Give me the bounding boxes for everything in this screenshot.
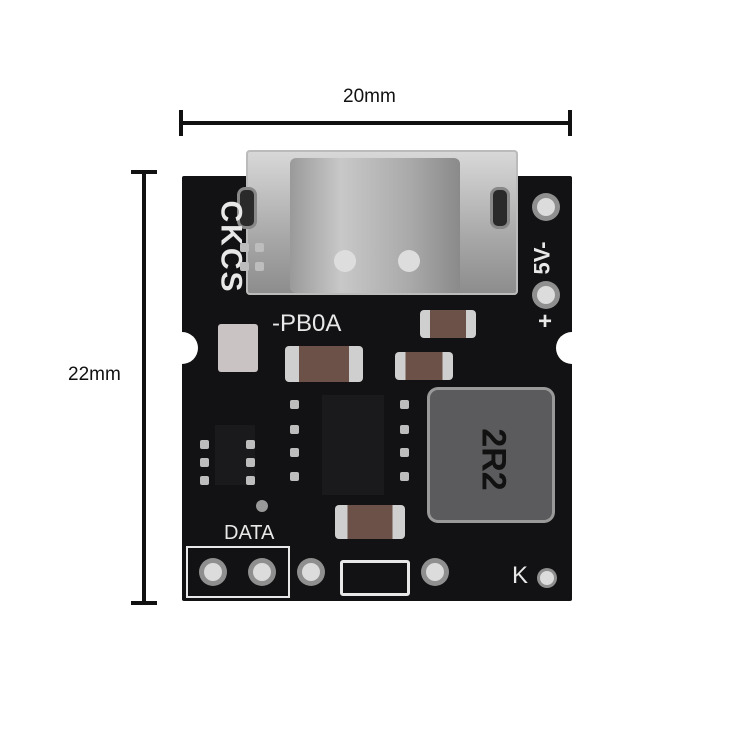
height-dimension-label: 22mm (68, 364, 121, 385)
via (256, 500, 268, 512)
usb-c-tab-right (398, 250, 420, 272)
mounting-notch-right (556, 332, 588, 364)
data-pad-1 (204, 563, 222, 581)
capacitor (285, 346, 363, 382)
ic-pad (290, 425, 299, 434)
height-dimension-cap-bottom (131, 601, 157, 605)
width-dimension-cap-right (568, 110, 572, 136)
battery-pad-negative (302, 563, 320, 581)
height-dimension-cap-top (131, 170, 157, 174)
output-pad-negative (537, 198, 555, 216)
mounting-slot-left (237, 187, 257, 229)
mounting-notch-left (166, 332, 198, 364)
inductor-marking: 2R2 (474, 428, 513, 491)
height-dimension-line (142, 172, 146, 604)
power-inductor (430, 390, 552, 520)
rgb-led (218, 324, 258, 372)
battery-pad-positive (426, 563, 444, 581)
ic-chip-small (215, 425, 255, 485)
ic-pad (246, 458, 255, 467)
ic-pad (200, 440, 209, 449)
battery-symbol (340, 560, 410, 596)
ic-pad (200, 458, 209, 467)
plus-label: + (538, 308, 553, 335)
mounting-slot-right (490, 187, 510, 229)
ic-pad (246, 440, 255, 449)
capacitor (420, 310, 476, 338)
ic-pad (400, 448, 409, 457)
ic-pad (246, 476, 255, 485)
smd-pad (240, 262, 249, 271)
ic-pad (290, 472, 299, 481)
data-label: DATA (224, 522, 275, 544)
ic-pad (290, 400, 299, 409)
capacitor (335, 505, 405, 539)
model-label: -PB0A (272, 310, 342, 337)
data-pad-2 (253, 563, 271, 581)
capacitor (395, 352, 453, 380)
output-label: 5V- (529, 241, 555, 275)
width-dimension-cap-left (179, 110, 183, 136)
ic-pad (200, 476, 209, 485)
smd-pad (255, 243, 264, 252)
width-dimension-line (181, 121, 571, 125)
usb-c-connector-body (290, 158, 460, 293)
data-header-outline (186, 546, 290, 598)
smd-pad (240, 243, 249, 252)
ic-pad (400, 425, 409, 434)
width-dimension-label: 20mm (343, 86, 396, 107)
k-label: K (512, 562, 529, 589)
ic-pad (400, 400, 409, 409)
ic-pad (400, 472, 409, 481)
usb-c-tab-left (334, 250, 356, 272)
k-pad (540, 571, 554, 585)
smd-pad (255, 262, 264, 271)
ic-pad (290, 448, 299, 457)
output-pad-positive (537, 286, 555, 304)
ic-chip-main (322, 395, 384, 495)
